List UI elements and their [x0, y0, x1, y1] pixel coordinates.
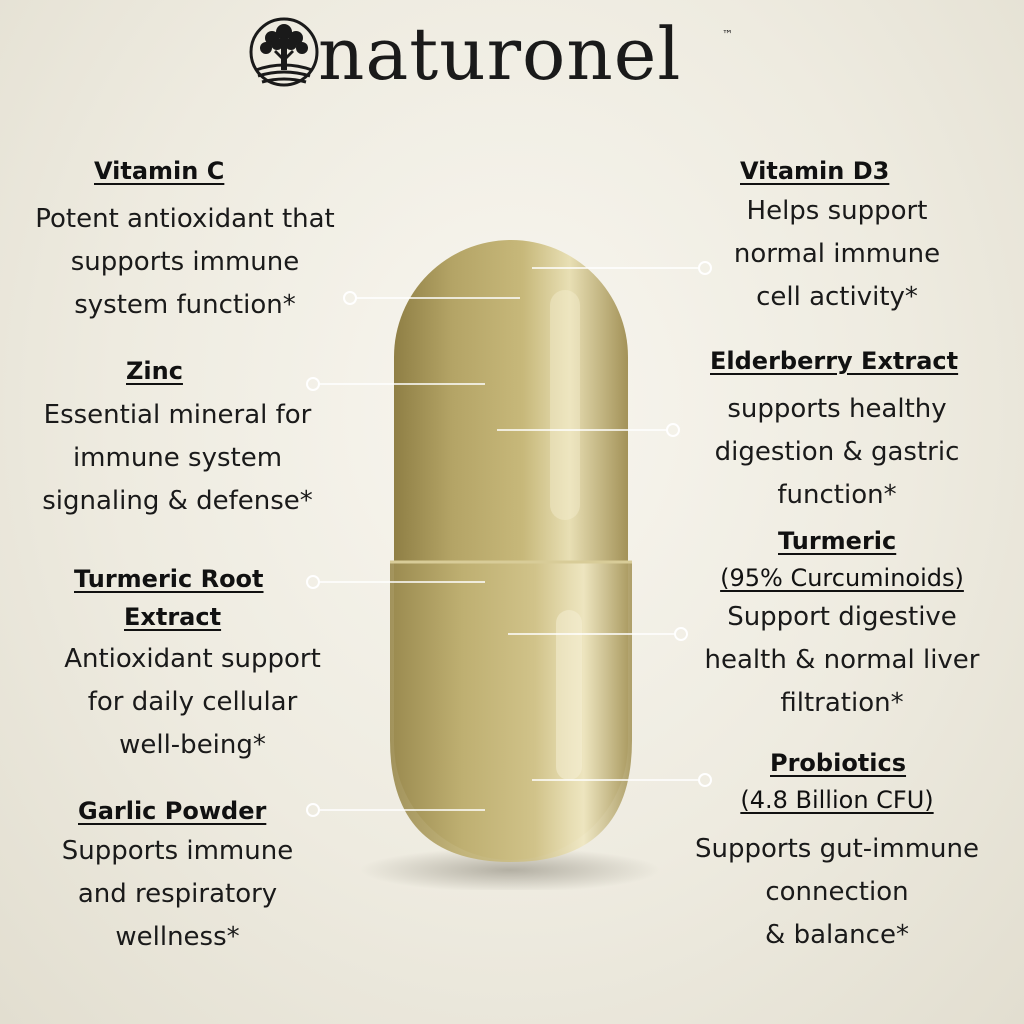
- ingredient-desc-line: cell activity*: [756, 282, 918, 312]
- ingredient-title: Extract: [124, 603, 222, 631]
- ingredient-desc-line: connection: [765, 877, 909, 907]
- ingredient-vitamin-d3: Vitamin D3 Helps support normal immune c…: [650, 152, 1024, 319]
- ingredient-desc-line: supports immune: [70, 247, 300, 277]
- ingredient-title: Vitamin C: [94, 157, 225, 185]
- ingredient-desc-line: Helps support: [746, 196, 928, 226]
- ingredient-desc-line: immune system: [72, 443, 283, 473]
- brand-header: naturonel ™: [0, 6, 1024, 106]
- tree-logo-icon: [249, 17, 319, 87]
- ingredient-title: Turmeric Root: [74, 565, 264, 593]
- ingredient-garlic: Garlic Powder Supports immune and respir…: [0, 792, 355, 959]
- brand-name: naturonel: [318, 12, 682, 96]
- ingredient-desc-line: for daily cellular: [87, 687, 298, 717]
- ingredient-title: Elderberry Extract: [710, 347, 959, 375]
- ingredient-desc-line: and respiratory: [77, 879, 278, 909]
- ingredient-probiotics: Probiotics (4.8 Billion CFU) Supports gu…: [650, 744, 1024, 957]
- ingredient-subtitle: (4.8 Billion CFU): [740, 786, 934, 814]
- ingredient-desc-line: Antioxidant support: [64, 644, 321, 674]
- ingredient-desc-line: wellness*: [115, 922, 240, 952]
- ingredient-title: Probiotics: [770, 749, 907, 777]
- ingredient-desc-line: Supports gut-immune: [695, 834, 979, 864]
- ingredient-desc-line: Potent antioxidant that: [35, 204, 335, 234]
- ingredient-desc-line: signaling & defense*: [42, 486, 313, 516]
- capsule-icon: [360, 240, 660, 890]
- ingredient-desc-line: filtration*: [780, 688, 904, 718]
- ingredient-turmeric: Turmeric (95% Curcuminoids) Support dige…: [660, 522, 1024, 725]
- ingredient-elderberry: Elderberry Extract supports healthy dige…: [650, 342, 1024, 517]
- ingredient-desc-line: Essential mineral for: [43, 400, 312, 430]
- ingredient-desc-line: function*: [777, 480, 897, 510]
- ingredient-desc-line: normal immune: [733, 239, 941, 269]
- ingredient-desc-line: health & normal liver: [704, 645, 980, 675]
- ingredient-title: Turmeric: [778, 527, 897, 555]
- ingredient-desc-line: well-being*: [119, 730, 266, 760]
- ingredient-title: Garlic Powder: [78, 797, 267, 825]
- ingredient-title: Vitamin D3: [740, 157, 890, 185]
- ingredient-desc-line: supports healthy: [727, 394, 947, 424]
- ingredient-zinc: Zinc Essential mineral for immune system…: [0, 352, 355, 523]
- ingredient-desc-line: & balance*: [765, 920, 909, 950]
- ingredient-desc-line: Supports immune: [61, 836, 294, 866]
- ingredient-desc-line: digestion & gastric: [714, 437, 960, 467]
- ingredient-vitamin-c: Vitamin C Potent antioxidant that suppor…: [0, 152, 370, 327]
- ingredient-desc-line: Support digestive: [727, 602, 957, 632]
- ingredient-desc-line: system function*: [74, 290, 296, 320]
- ingredient-subtitle: (95% Curcuminoids): [720, 564, 964, 592]
- ingredient-turmeric-root: Turmeric Root Extract Antioxidant suppor…: [0, 560, 385, 767]
- trademark-mark: ™: [722, 28, 733, 41]
- ingredient-title: Zinc: [126, 357, 183, 385]
